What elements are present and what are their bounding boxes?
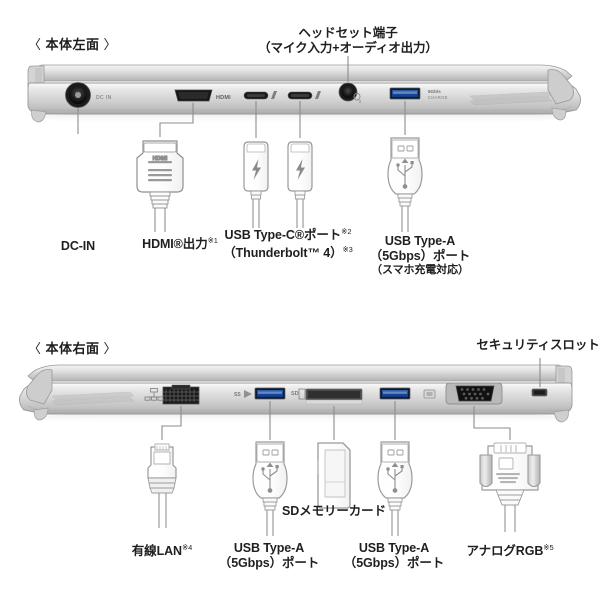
connector-hdmi: HDMI [136, 140, 184, 232]
port-dc-in: DC IN [65, 82, 112, 108]
label-usb-type-a-2: USB Type-A （5Gbps）ポート [343, 541, 445, 570]
bracket-close-right: 〉 [103, 341, 118, 356]
port-usb-a-right-1: SS [234, 387, 286, 400]
label-dc-in-l1: DC-IN [60, 239, 96, 253]
marker-square [423, 389, 436, 399]
connector-vga [479, 442, 541, 532]
section-title-right: 〈本体右面〉 [24, 338, 121, 357]
label-dc-in: DC-IN [61, 239, 95, 254]
connector-usb-a-right-2 [377, 441, 413, 536]
label-headset-jack-l1: ヘッドセット端子 [298, 26, 398, 40]
svg-text:HDMI: HDMI [153, 156, 168, 162]
headset-icon [353, 92, 361, 103]
bracket-open-right: 〈 [28, 341, 42, 356]
port-usb-c-2 [287, 91, 321, 100]
section-title-left: 〈本体左面〉 [24, 34, 121, 53]
label-usb-type-a-2-l2: （5Gbps）ポート [343, 555, 445, 570]
connector-usb-c-2 [287, 141, 313, 228]
label-usb-type-c-l1: USB Type-C®ポート [224, 228, 342, 243]
panel-right-side: 〈本体右面〉 [0, 300, 600, 600]
label-sd-memory-card: SDメモリーカード [282, 504, 386, 519]
label-usb-type-a-charge: USB Type-A （5Gbps）ポート （スマホ充電対応） [369, 234, 471, 278]
illustration-sd-card [316, 442, 351, 509]
label-headset-jack: ヘッドセット端子 （マイク入力+オーディオ出力） [258, 26, 438, 55]
usb-trident-icon [261, 462, 279, 493]
label-security-slot-l1: セキュリティスロット [476, 338, 600, 352]
port-security-slot [531, 388, 548, 397]
leader-lines-right [161, 358, 541, 440]
label-hdmi-out: HDMI®出力※1 [142, 234, 218, 252]
section-title-left-text: 本体左面 [45, 37, 100, 52]
svg-text:DC IN: DC IN [96, 95, 112, 101]
label-hdmi-out-note: ※1 [207, 236, 218, 245]
left-side-illustration: DC IN HDMI [27, 56, 581, 232]
svg-text:SS: SS [234, 392, 241, 398]
sd-icon: SD [291, 388, 306, 400]
usb-ss-icon: SS [234, 390, 252, 398]
label-usb-type-c-note2: ※3 [342, 244, 353, 254]
label-security-slot: セキュリティスロット [476, 338, 599, 353]
label-wired-lan-l1: 有線LAN [131, 544, 182, 559]
leader-lines-left [77, 56, 406, 138]
bracket-close-left: 〉 [103, 37, 118, 52]
label-usb-type-a-1-l2: （5Gbps）ポート [218, 555, 320, 570]
label-sd-memory-card-l1: SDメモリーカード [282, 504, 386, 518]
port-sd-card-slot: SD [291, 388, 363, 405]
svg-text:SD: SD [291, 391, 299, 397]
label-usb-type-c-l2: （Thunderbolt™ 4） [223, 245, 343, 260]
connector-usb-a-left [387, 137, 423, 232]
right-side-illustration: SS SD [19, 358, 573, 536]
svg-text:CHARGE: CHARGE [428, 95, 448, 100]
section-title-right-text: 本体右面 [45, 341, 100, 356]
port-usb-a-right-2 [379, 387, 411, 400]
bracket-open-left: 〈 [28, 37, 42, 52]
usb-trident-icon [386, 462, 404, 493]
label-headset-jack-l2: （マイク入力+オーディオ出力） [258, 40, 438, 55]
label-hdmi-out-l1: HDMI®出力 [142, 237, 208, 252]
connector-rj45 [147, 443, 177, 528]
label-usb-type-c-note: ※2 [341, 227, 352, 236]
port-usb-a-charge: 5Gb/s CHARGE [389, 87, 448, 100]
port-headset-jack [338, 82, 361, 103]
label-usb-type-a-2-l1: USB Type-A [358, 541, 430, 555]
label-usb-type-a-charge-l3: （スマホ充電対応） [371, 264, 469, 276]
port-wired-lan [144, 384, 200, 405]
label-usb-type-c: USB Type-C®ポート※2 （Thunderbolt™ 4）※3 [223, 225, 353, 260]
port-analog-rgb [445, 382, 503, 405]
label-analog-rgb: アナログRGB※5 [466, 541, 553, 559]
label-usb-type-a-1: USB Type-A （5Gbps）ポート [218, 541, 320, 570]
label-usb-type-a-charge-l1: USB Type-A [384, 234, 456, 248]
svg-text:5Gb/s: 5Gb/s [428, 89, 441, 94]
label-usb-type-a-1-l1: USB Type-A [233, 541, 305, 555]
label-analog-rgb-l1: アナログRGB [466, 544, 544, 559]
lan-icon [144, 388, 164, 401]
svg-text:HDMI: HDMI [216, 95, 231, 101]
label-analog-rgb-note: ※5 [543, 543, 554, 552]
label-wired-lan: 有線LAN※4 [131, 541, 193, 559]
label-wired-lan-note: ※4 [181, 543, 193, 552]
port-hdmi: HDMI [174, 89, 231, 102]
usb-trident-icon [396, 158, 414, 189]
lid-slab [35, 64, 573, 82]
lid-slab-right [27, 364, 565, 382]
port-usb-c-1 [243, 91, 277, 100]
vent-grille-right [51, 391, 135, 406]
label-usb-type-a-charge-l2: （5Gbps）ポート [369, 248, 471, 263]
connector-usb-c-1 [243, 141, 269, 228]
connector-usb-a-right-1 [252, 441, 288, 536]
panel-left-side: 〈本体左面〉 [24, 26, 581, 278]
